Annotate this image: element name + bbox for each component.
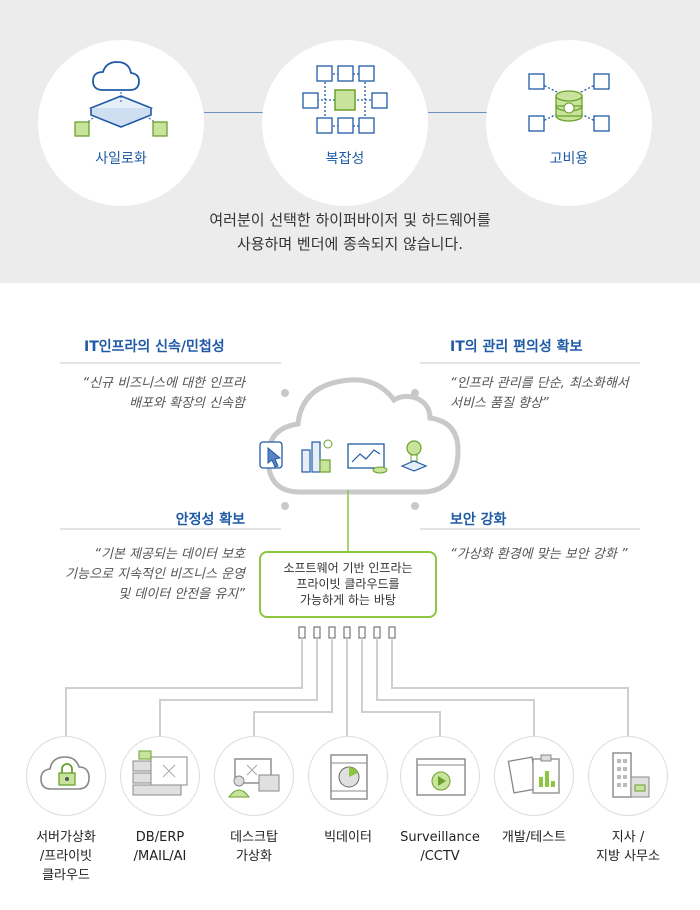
building-icon [612, 752, 650, 798]
cursor-icon [259, 441, 283, 469]
cube-network-icon [295, 60, 395, 140]
use-case-branch-office [588, 736, 668, 816]
use-case-label-line: 클라우드 [42, 868, 90, 883]
center-box: 소프트웨어 기반 인프라는 프라이빗 클라우드를 가능하게 하는 바탕 [259, 551, 437, 618]
use-case-desktop-virtualization [214, 736, 294, 816]
use-case-label-line: 개발/테스트 [501, 830, 567, 845]
feature-silo: 사일로화 [38, 40, 204, 206]
server-stack-icon [132, 750, 188, 796]
use-case-label-line: 가상화 [236, 849, 272, 864]
use-case-label-line: /프라이빗 [39, 849, 93, 864]
benefit-desc-line: “기본 제공되는 데이터 보호 [94, 547, 245, 562]
desktop-user-icon [228, 758, 280, 798]
center-box-line: 소프트웨어 기반 인프라는 [283, 561, 413, 575]
use-case-label: DB/ERP /MAIL/AI [110, 828, 210, 866]
use-case-label: 데스크탑 가상화 [204, 828, 304, 866]
lock-cloud-icon [40, 756, 90, 790]
use-case-label-line: 지방 사무소 [596, 849, 660, 864]
center-box-line: 프라이빗 클라우드를 [296, 577, 400, 591]
benefit-security-title: 보안 강화 [450, 512, 507, 528]
use-case-label-line: /CCTV [420, 849, 460, 864]
use-case-dev-test [494, 736, 574, 816]
feature-cost: 고비용 [486, 40, 652, 206]
feature-label: 복잡성 [325, 151, 365, 167]
center-box-line: 가능하게 하는 바탕 [300, 593, 396, 607]
use-case-surveillance [400, 736, 480, 816]
feature-complexity: 복잡성 [262, 40, 428, 206]
use-case-label-line: 서버가상화 [36, 830, 96, 845]
top-description: 여러분이 선택한 하이퍼바이저 및 하드웨어를 사용하며 벤더에 종속되지 않습… [0, 208, 700, 256]
top-panel: 사일로화 [0, 0, 700, 283]
feature-label: 사일로화 [95, 151, 147, 167]
benefit-desc-line: “인프라 관리를 단순, 최소화해서 [450, 376, 629, 391]
benefit-desc-line: 서비스 품질 향상” [450, 396, 549, 411]
cloud-icons [254, 432, 444, 482]
use-case-big-data [308, 736, 388, 816]
use-case-db-erp [120, 736, 200, 816]
use-case-label-line: 데스크탑 [230, 830, 278, 845]
benefit-desc-line: 및 데이터 안전을 유지” [118, 587, 245, 602]
use-case-label-line: 지사 / [611, 830, 645, 845]
benefit-agility-desc: “신규 비즈니스에 대한 인프라 배포와 확장의 신속함 [82, 374, 245, 414]
use-case-label-line: 빅데이터 [324, 830, 372, 845]
use-case-label: 서버가상화 /프라이빗 클라우드 [16, 828, 116, 885]
cloud-server-icon [71, 60, 171, 140]
benefit-desc-line: 배포와 확장의 신속함 [129, 396, 245, 411]
connector-line [204, 112, 274, 113]
use-case-label-line: DB/ERP [135, 830, 185, 845]
clipboard-chart-icon [507, 754, 560, 794]
feature-label: 고비용 [549, 151, 589, 167]
benefit-management-title: IT의 관리 편의성 확보 [450, 339, 583, 355]
benefit-security-desc: “가상화 환경에 맞는 보안 강화 ” [450, 545, 628, 565]
use-case-label: 개발/테스트 [484, 828, 584, 847]
lightbulb-icon [400, 440, 428, 472]
top-description-line: 사용하며 벤더에 종속되지 않습니다. [236, 235, 464, 253]
use-case-label: 빅데이터 [298, 828, 398, 847]
monitor-graph-icon [347, 443, 388, 474]
benefit-desc-line: 기능으로 지속적인 비즈니스 운영 [65, 567, 245, 582]
video-play-icon [416, 758, 466, 796]
use-case-label: 지사 / 지방 사무소 [578, 828, 678, 866]
use-case-label: Surveillance /CCTV [390, 828, 490, 866]
benefit-stability-desc: “기본 제공되는 데이터 보호 기능으로 지속적인 비즈니스 운영 및 데이터 … [65, 545, 245, 605]
use-case-server-virtualization [26, 736, 106, 816]
benefit-agility-title: IT인프라의 신속/민첩성 [84, 339, 225, 355]
chart-bar-icon [301, 439, 333, 473]
coin-cost-icon [519, 60, 619, 140]
benefit-desc-line: “가상화 환경에 맞는 보안 강화 ” [450, 547, 628, 562]
use-case-label-line: Surveillance [400, 830, 480, 845]
benefit-desc-line: “신규 비즈니스에 대한 인프라 [82, 376, 245, 391]
top-description-line: 여러분이 선택한 하이퍼바이저 및 하드웨어를 [209, 211, 491, 229]
big-data-icon [330, 754, 368, 800]
benefit-management-desc: “인프라 관리를 단순, 최소화해서 서비스 품질 향상” [450, 374, 629, 414]
connector-line [428, 112, 498, 113]
benefit-stability-title: 안정성 확보 [175, 512, 245, 528]
use-case-label-line: /MAIL/AI [133, 849, 187, 864]
